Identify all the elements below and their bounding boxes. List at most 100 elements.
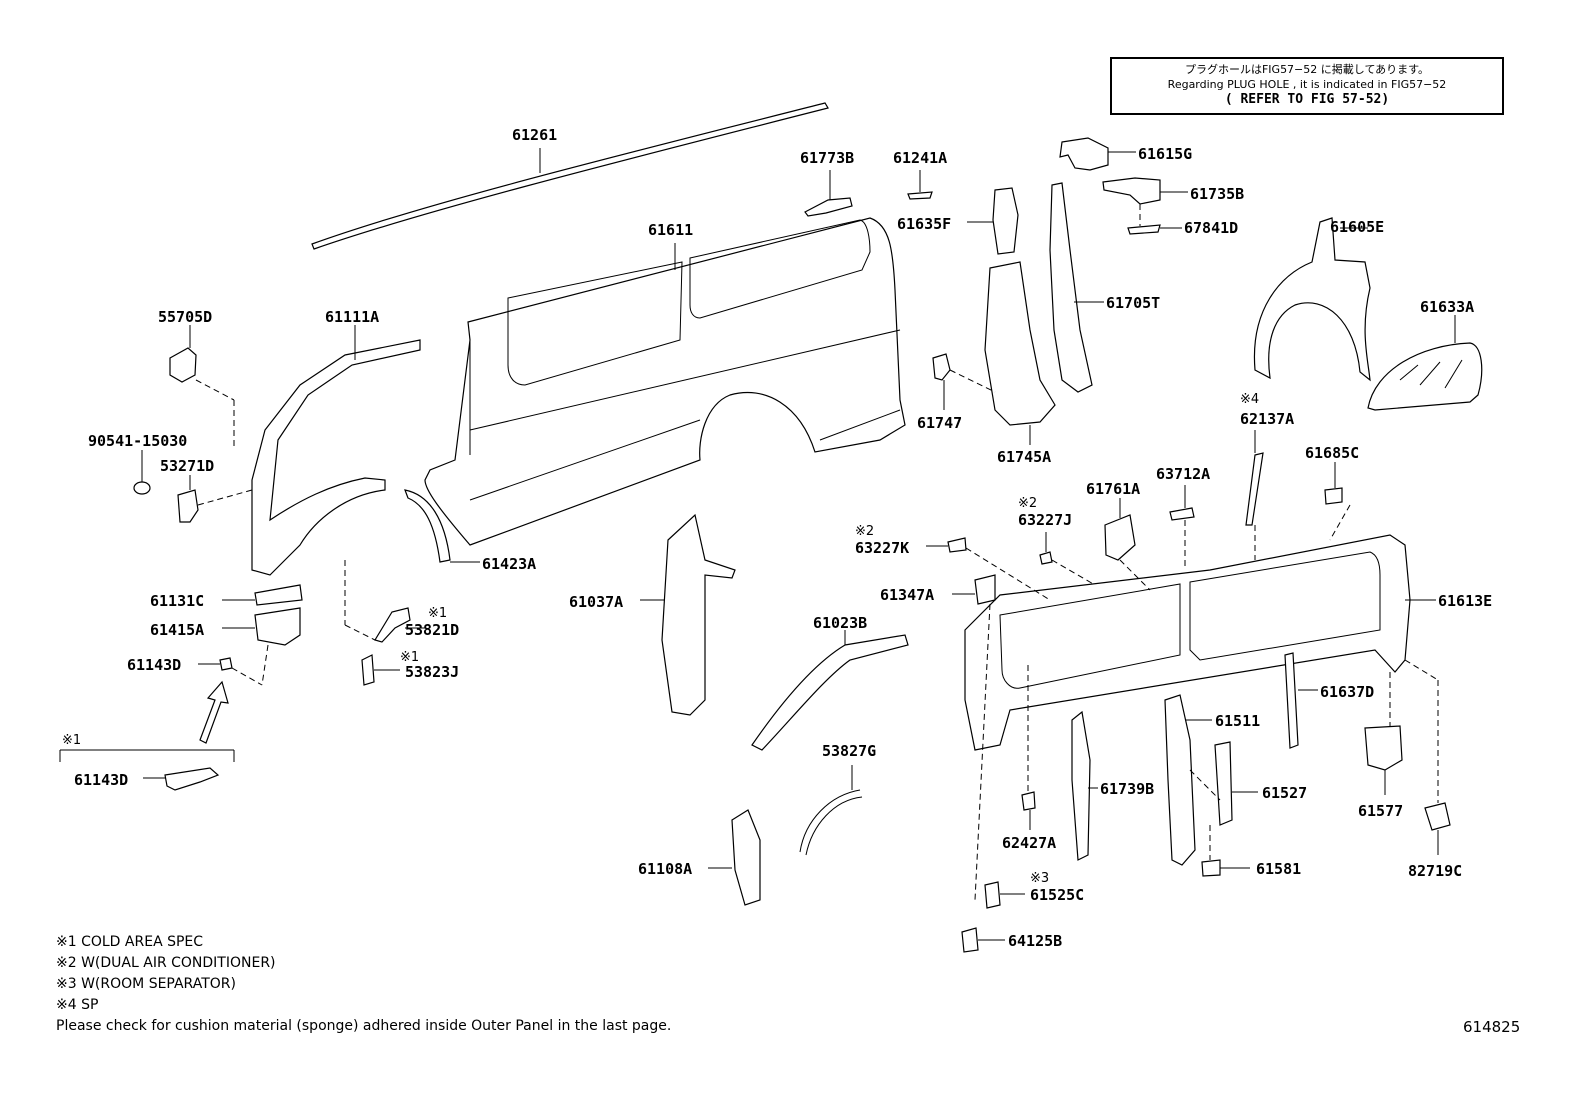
label-63227K: 63227K (855, 539, 909, 557)
part-61613E-back-panel (964, 504, 1436, 751)
part-61581-clip (1201, 825, 1250, 877)
part-61347A-bracket (952, 574, 996, 901)
part-61739B-pillar (1071, 710, 1098, 861)
part-61611-side-outer-panel (424, 217, 906, 546)
label-61613E: 61613E (1438, 592, 1492, 610)
part-53821D-bracket (344, 560, 425, 643)
footnote-3: ※3 W(ROOM SEPARATOR) (56, 976, 236, 992)
footnotes: ※1 COLD AREA SPEC ※2 W(DUAL AIR CONDITIO… (56, 932, 671, 1037)
part-61637D-strip (1284, 652, 1318, 749)
note-line-english: Regarding PLUG HOLE , it is indicated in… (1167, 78, 1447, 91)
part-61705T-pillar (1049, 182, 1104, 393)
marker-4-62137A: ※4 (1240, 392, 1259, 407)
label-61577: 61577 (1358, 802, 1403, 820)
marker-1-53821D: ※1 (428, 606, 447, 621)
label-67841D: 67841D (1184, 219, 1238, 237)
label-90541-15030: 90541-15030 (88, 432, 187, 450)
part-61415A-bracket (222, 607, 301, 686)
label-61761A: 61761A (1086, 480, 1140, 498)
marker-2-63227K: ※2 (855, 524, 874, 539)
label-61037A: 61037A (569, 593, 623, 611)
label-61143D-cold: 61143D (74, 771, 128, 789)
label-82719C: 82719C (1408, 862, 1462, 880)
label-61023B: 61023B (813, 614, 867, 632)
label-61423A: 61423A (482, 555, 536, 573)
part-61241A-plate (907, 170, 933, 200)
label-61511: 61511 (1215, 712, 1260, 730)
part-61527-bracket (1189, 741, 1258, 826)
label-61261: 61261 (512, 126, 557, 144)
part-61511-pillar (1164, 694, 1212, 866)
part-61525C-bracket (984, 881, 1025, 909)
label-55705D: 55705D (158, 308, 212, 326)
arrow-indicator (199, 680, 229, 744)
part-63712A-clip (1169, 485, 1195, 521)
part-61577-bracket (1364, 672, 1403, 795)
marker-1-cold: ※1 (62, 733, 81, 748)
figure-number: 614825 (1463, 1018, 1521, 1036)
part-61108A-bracket (708, 809, 761, 906)
part-63227J-clip (1039, 532, 1096, 586)
label-61705T: 61705T (1106, 294, 1160, 312)
part-61023B-reinforcement (751, 630, 909, 751)
label-61527: 61527 (1262, 784, 1307, 802)
part-61037A-pillar (640, 513, 736, 716)
label-61611: 61611 (648, 221, 693, 239)
label-61111A: 61111A (325, 308, 379, 326)
part-64125B-bracket (961, 927, 1005, 953)
label-61773B: 61773B (800, 149, 854, 167)
marker-1-53823J: ※1 (400, 650, 419, 665)
footnote-sponge-note: Please check for cushion material (spong… (56, 1018, 672, 1034)
part-61111A-outer-pillar (251, 325, 421, 576)
label-64125B: 64125B (1008, 932, 1062, 950)
part-61747-bracket (932, 353, 996, 410)
part-61605E-wheel-house (1253, 217, 1371, 382)
part-53271D-bracket (177, 475, 253, 523)
marker-2-63227J: ※2 (1018, 496, 1037, 511)
part-61633A-wheel-house-cover (1367, 315, 1483, 411)
label-61131C: 61131C (150, 592, 204, 610)
part-labels: 61261 61773B 61241A 61615G 61735B 61635F… (74, 126, 1492, 950)
label-61745A: 61745A (997, 448, 1051, 466)
part-53827G-seal (799, 765, 863, 856)
label-61747: 61747 (917, 414, 962, 432)
footnote-4: ※4 SP (56, 997, 99, 1013)
label-61635F: 61635F (897, 215, 951, 233)
label-61415A: 61415A (150, 621, 204, 639)
label-53823J: 53823J (405, 663, 459, 681)
part-61261-roof-drip-strip (311, 102, 829, 250)
label-61241A: 61241A (893, 149, 947, 167)
part-61615G-bracket (1059, 137, 1136, 171)
part-67841D-clip (1127, 204, 1182, 235)
label-53821D: 53821D (405, 621, 459, 639)
label-61685C: 61685C (1305, 444, 1359, 462)
label-62137A: 62137A (1240, 410, 1294, 428)
label-61615G: 61615G (1138, 145, 1192, 163)
label-63712A: 63712A (1156, 465, 1210, 483)
label-63227J: 63227J (1018, 511, 1072, 529)
part-55705D-bracket (169, 325, 235, 450)
part-61773B-bracket (804, 170, 853, 217)
part-63227K-clip (926, 537, 1051, 601)
label-61108A: 61108A (638, 860, 692, 878)
note-line-refer: ( REFER TO FIG 57-52) (1224, 92, 1390, 107)
part-61423A-arch-extension (404, 489, 480, 563)
label-61633A: 61633A (1420, 298, 1474, 316)
spec-markers: ※4 ※2 ※2 ※1 ※1 ※1 ※3 (62, 392, 1259, 886)
part-62427A-clip (1021, 665, 1036, 830)
label-61525C: 61525C (1030, 886, 1084, 904)
part-82719C-cover (1404, 659, 1451, 855)
label-61581: 61581 (1256, 860, 1301, 878)
label-53271D: 53271D (160, 457, 214, 475)
label-61735B: 61735B (1190, 185, 1244, 203)
label-53827G: 53827G (822, 742, 876, 760)
part-61735B-bracket (1102, 177, 1188, 205)
label-61739B: 61739B (1100, 780, 1154, 798)
part-61635F-pillar (967, 187, 1019, 255)
part-53823J-clip (361, 654, 400, 686)
footnote-2: ※2 W(DUAL AIR CONDITIONER) (56, 955, 276, 971)
part-61745A-pillar (984, 261, 1056, 445)
cold-area-bracket (59, 749, 235, 791)
footnote-1: ※1 COLD AREA SPEC (56, 934, 204, 950)
